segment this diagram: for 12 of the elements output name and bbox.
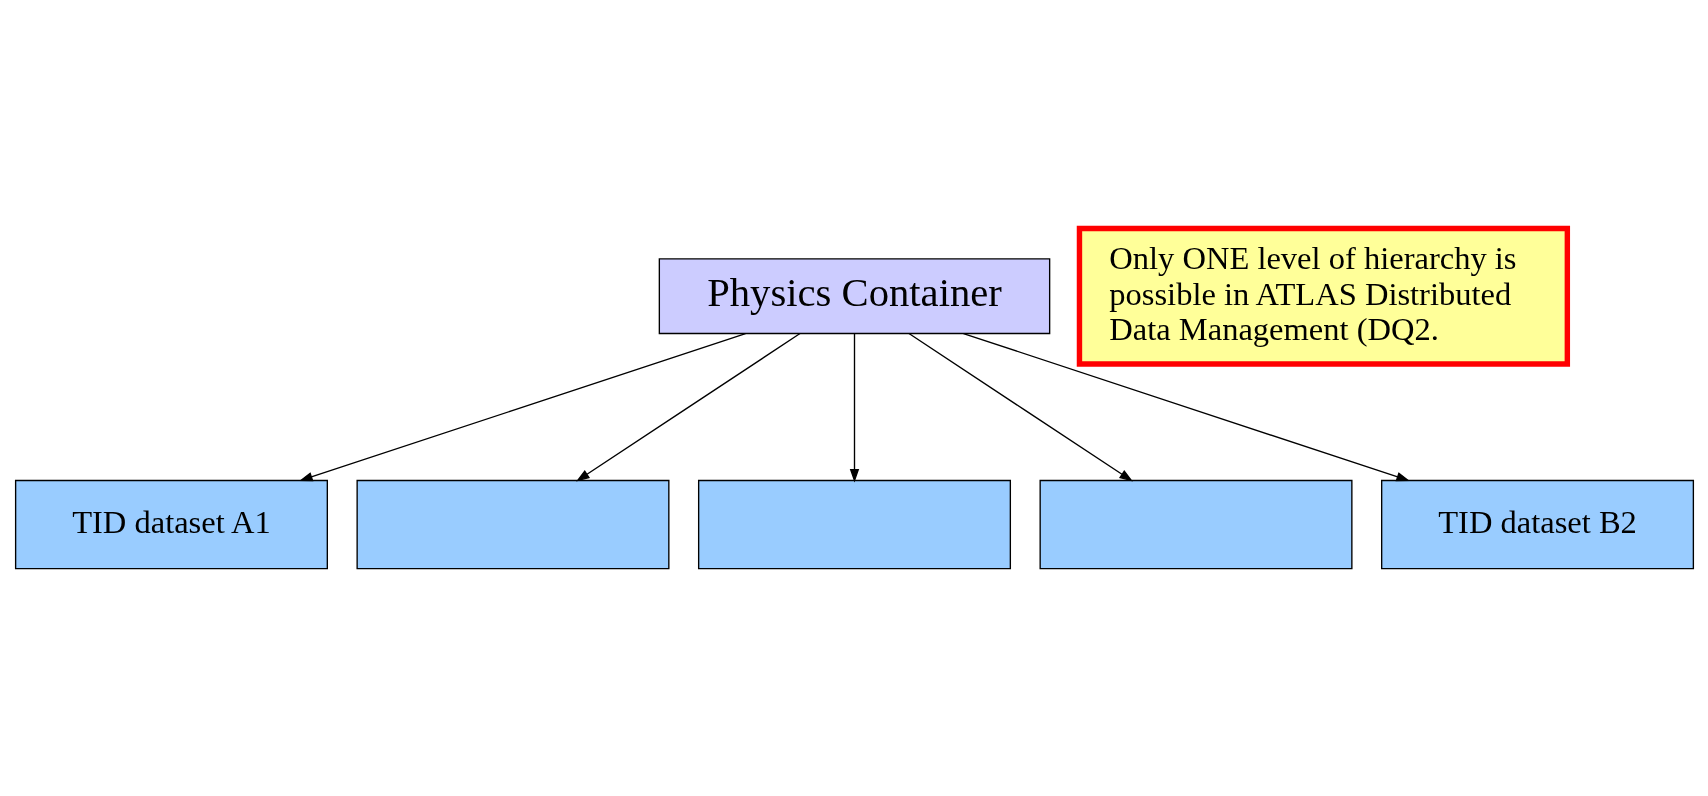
arrow [298, 332, 746, 481]
node-box: TID dataset B2 [1380, 479, 1694, 569]
node-box [1039, 479, 1353, 569]
arrow [575, 332, 801, 481]
node-box [697, 479, 1011, 569]
node-box: Only ONE level of hierarchy is possible in ATLAS Distributed Data Management (DQ2. [1076, 225, 1570, 367]
arrow [962, 332, 1410, 481]
arrow [849, 332, 859, 483]
node-box: Physics Container [658, 257, 1050, 334]
node-box [355, 479, 669, 569]
arrow [907, 332, 1133, 481]
node-box: TID dataset A1 [14, 479, 328, 569]
